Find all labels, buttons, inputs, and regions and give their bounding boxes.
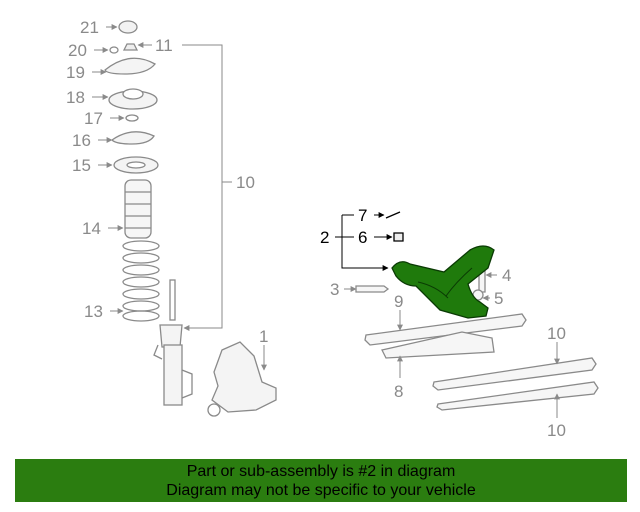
callout-16: 16: [72, 131, 91, 150]
callout-4: 4: [502, 266, 511, 285]
rear-links: [355, 211, 599, 411]
part-6-nut: [393, 232, 404, 242]
arm-leaders: [335, 212, 560, 418]
part-13-spring: [122, 240, 160, 322]
callout-5: 5: [494, 289, 503, 308]
callout-1: 1: [259, 327, 268, 346]
callout-10-upper: 10: [547, 324, 566, 343]
callout-7: 7: [358, 206, 367, 225]
part-3-bolt: [355, 285, 390, 293]
part-8-link: [381, 331, 495, 359]
part-19-seat: [104, 57, 156, 75]
part-7-pin: [385, 211, 401, 219]
part-21-cap: [118, 20, 138, 34]
part-9-link: [364, 313, 527, 346]
callout-13: 13: [84, 302, 103, 321]
part-16-seat: [110, 131, 155, 145]
part-14-boot: [124, 179, 152, 239]
callout-19: 19: [66, 63, 85, 82]
part-2-control-arm: [391, 245, 495, 319]
fitment-banner: Part or sub-assembly is #2 in diagram Di…: [15, 459, 627, 502]
callout-14: 14: [82, 219, 101, 238]
strut-assembly: [104, 20, 277, 417]
part-10-link-upper: [432, 357, 597, 391]
callout-12: 11: [155, 36, 173, 55]
callout-18: 18: [66, 88, 85, 107]
callout-21: 21: [80, 18, 99, 37]
parts-diagram: 21 20 11 19 18 17 16 15 14 13 10 1 7 2 6…: [66, 18, 599, 440]
part-1-knuckle: [211, 341, 277, 413]
banner-line-1: Part or sub-assembly is #2 in diagram: [186, 463, 456, 480]
callout-10-lower: 10: [547, 421, 566, 440]
callout-6: 6: [358, 228, 367, 247]
callout-11: 10: [236, 173, 255, 192]
callout-9: 9: [394, 292, 403, 311]
callout-3: 3: [330, 280, 339, 299]
banner-line-2: Diagram may not be specific to your vehi…: [166, 482, 476, 499]
part-12-nut: [122, 43, 139, 51]
part-20-nut: [109, 46, 119, 54]
callout-17: 17: [84, 109, 103, 128]
callout-2: 2: [320, 228, 329, 247]
part-10-link-lower: [436, 381, 599, 411]
part-11-strut: [153, 279, 193, 406]
callout-8: 8: [394, 382, 403, 401]
callout-20: 20: [68, 41, 87, 60]
part-17-bearing: [125, 114, 139, 122]
strut-leaders: [92, 24, 267, 371]
callout-15: 15: [72, 156, 91, 175]
